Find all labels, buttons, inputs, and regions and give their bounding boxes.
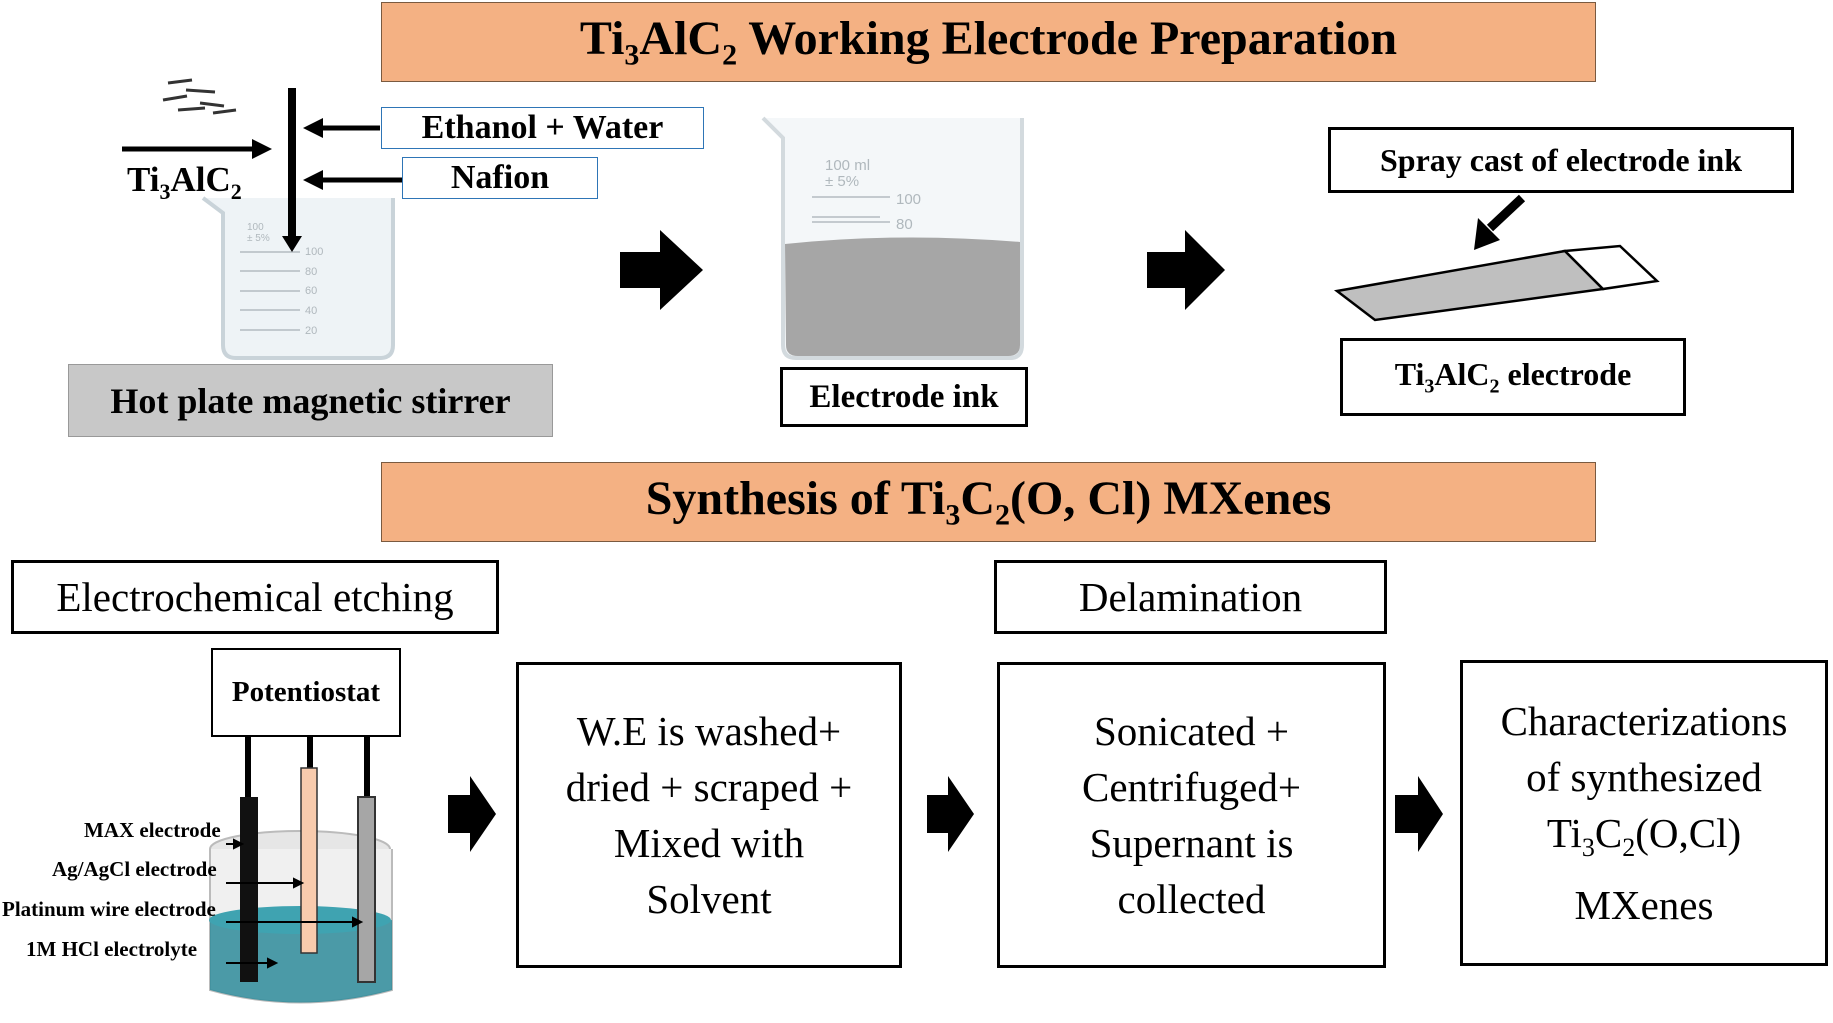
wash-step-box: W.E is washed+dried + scraped +Mixed wit… — [516, 662, 902, 968]
spray-cast-label: Spray cast of electrode ink — [1328, 127, 1794, 193]
arrow-to-wash — [448, 776, 496, 852]
arrow-to-spray — [1147, 230, 1225, 310]
label-ag-electrode: Ag/AgCl electrode — [52, 857, 217, 881]
stirrer-plate: Hot plate magnetic stirrer — [68, 364, 553, 437]
ethanol-arrow — [303, 118, 323, 138]
nafion-arrow — [303, 170, 323, 190]
arrow-to-sonicate — [927, 776, 974, 852]
electrode-strip-icon — [1333, 244, 1660, 322]
top-banner: Ti3AlC2 Working Electrode Preparation — [381, 2, 1596, 82]
large-beaker-icon — [761, 116, 1024, 360]
precursor-arrow — [252, 139, 272, 159]
spray-arrow — [1474, 218, 1500, 250]
characterization-step-box: Characterizations of synthesized Ti3C2(O… — [1460, 660, 1828, 966]
small-beaker-volume-text: 100± 5% — [247, 222, 270, 244]
arrow-to-characterization — [1395, 776, 1443, 852]
label-platinum-electrode: Platinum wire electrode — [2, 897, 216, 921]
max-electrode — [240, 797, 258, 982]
arrow-to-ink — [620, 230, 703, 310]
precursor-label: Ti3AlC2 — [127, 160, 242, 204]
potentiostat-box: Potentiostat — [211, 648, 401, 737]
top-banner-title: Ti3AlC2 Working Electrode Preparation — [579, 12, 1398, 72]
label-max-electrode: MAX electrode — [84, 818, 221, 842]
label-electrolyte: 1M HCl electrolyte — [26, 937, 198, 961]
delamination-title: Delamination — [994, 560, 1387, 634]
nafion-label: Nafion — [402, 157, 598, 199]
etching-title: Electrochemical etching — [11, 560, 499, 634]
ag-electrode — [300, 767, 318, 954]
platinum-electrode — [357, 796, 376, 983]
electrode-ink-label: Electrode ink — [780, 367, 1028, 427]
ethanol-water-label: Ethanol + Water — [381, 107, 704, 149]
bottom-banner: Synthesis of Ti3C2(O, Cl) MXenes — [381, 462, 1596, 542]
large-beaker-volume-text: 100 ml± 5% — [825, 157, 871, 190]
small-beaker-icon — [201, 196, 395, 360]
electrode-label: Ti3AlC2 electrode — [1340, 338, 1686, 416]
flakes-icon — [162, 78, 237, 115]
bottom-banner-title: Synthesis of Ti3C2(O, Cl) MXenes — [645, 472, 1332, 532]
